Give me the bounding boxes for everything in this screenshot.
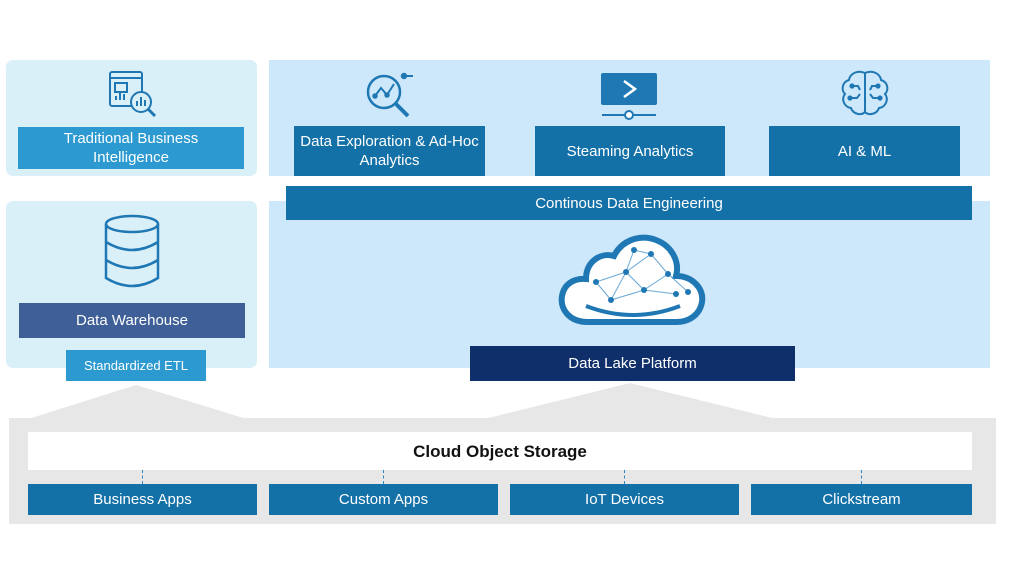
connector-clickstream <box>861 470 862 484</box>
cloud-network-icon <box>558 234 706 325</box>
connector-iot-devices <box>624 470 625 484</box>
data-engineering-box: Continous Data Engineering <box>286 186 972 220</box>
streaming-box: Steaming Analytics <box>535 126 725 176</box>
data-lake-box: Data Lake Platform <box>470 346 795 381</box>
etl-box: Standardized ETL <box>66 350 206 381</box>
lake-connector <box>480 383 780 420</box>
cloud-storage-box: Cloud Object Storage <box>28 432 972 470</box>
ai-ml-box: AI & ML <box>769 126 960 176</box>
bi-box: Traditional Business Intelligence <box>18 127 244 169</box>
source-iot-devices: IoT Devices <box>510 484 739 515</box>
warehouse-box: Data Warehouse <box>19 303 245 338</box>
ai-brain-icon <box>841 70 889 116</box>
database-icon <box>104 214 160 288</box>
source-business-apps: Business Apps <box>28 484 257 515</box>
video-player-icon <box>601 73 657 120</box>
etl-connector <box>25 385 250 420</box>
bi-report-icon <box>109 71 157 118</box>
source-clickstream: Clickstream <box>751 484 972 515</box>
warehouse-panel <box>6 201 257 368</box>
exploration-box: Data Exploration & Ad-Hoc Analytics <box>294 126 485 176</box>
exploration-magnifier-icon <box>366 72 413 118</box>
connector-custom-apps <box>383 470 384 484</box>
connector-business-apps <box>142 470 143 484</box>
source-custom-apps: Custom Apps <box>269 484 498 515</box>
